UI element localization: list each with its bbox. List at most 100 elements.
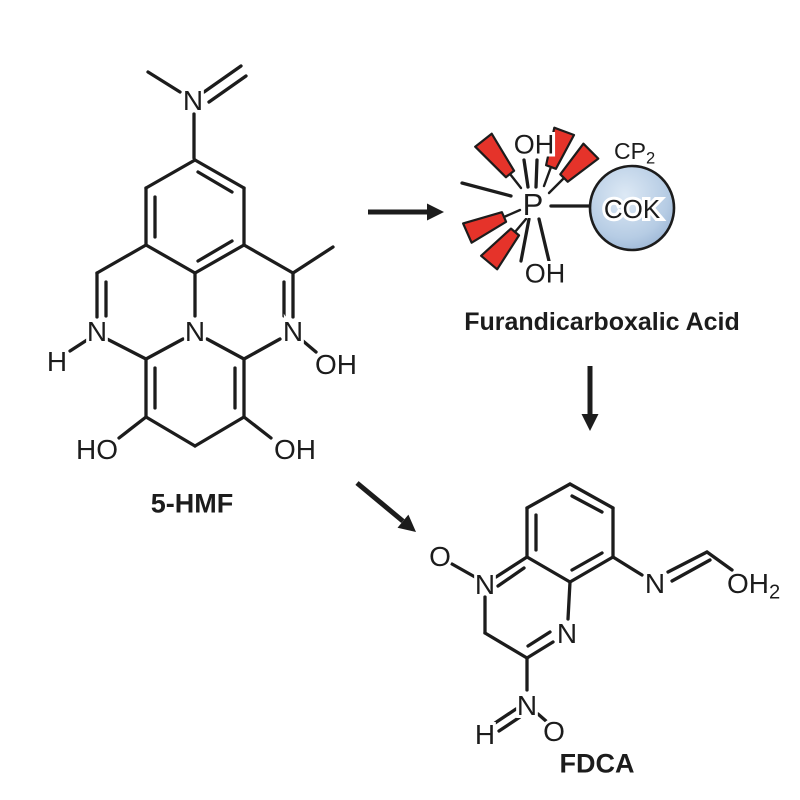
bond [202,64,243,94]
atom-label: N [557,618,577,649]
atom-label: H [475,719,495,750]
bond [570,494,604,514]
bond [525,482,572,510]
arrow-head [397,514,416,532]
atom-label: O [543,716,565,747]
bond [144,337,185,361]
bond [205,337,246,361]
bond [670,558,712,583]
bond [534,158,539,189]
molecule-catalyst-wedges [462,126,600,271]
bond [494,555,529,579]
atom-label: P [523,187,544,222]
bond [68,338,89,353]
bond-layer [68,64,734,733]
wedge-bond-line [508,172,523,190]
bond [566,580,572,621]
reaction-arrow [355,481,416,532]
bond [242,415,273,440]
bond [146,70,182,94]
atom-label: N [645,568,665,599]
bond [193,243,246,275]
bond [483,631,529,660]
bond [525,555,572,584]
wedge-bond-line [547,176,566,195]
reaction-arrow [581,366,599,431]
molecule-title: Furandicarboxalic Acid [464,308,740,336]
bond [568,555,615,584]
molecule-fdca-bonds [450,482,734,733]
arrow-head [581,414,599,431]
bond [497,715,522,733]
wedge-bond-layer [462,126,600,271]
bond [460,181,513,198]
arrow-shaft [355,481,405,524]
bond [95,243,148,275]
atom-label: N [87,316,107,347]
bond [291,245,335,275]
bond [144,415,197,448]
atom-label: N [283,316,303,347]
bond [666,550,709,574]
molecule-title: FDCA [560,748,635,778]
molecule-hmf-bonds [68,64,335,448]
wedge-bond [559,142,600,183]
wedge-bond [480,227,521,271]
bond [196,170,234,194]
reaction-arrow-layer [355,203,599,532]
wedge-bond-line [542,165,553,188]
atom-label: N [183,85,203,116]
bond [496,566,526,588]
bond [522,158,530,189]
atom-label: N [185,316,205,347]
bond [196,239,234,263]
bond [525,640,555,660]
bond [537,217,551,263]
bond [117,415,148,440]
atom-label: N [475,569,495,600]
bond [242,337,282,361]
bond [493,707,518,725]
atom-label: HO [76,434,118,465]
bond [611,555,644,577]
bond [450,562,477,579]
bond [242,243,295,275]
wedge-bond-line [502,208,522,219]
atom-label: OH [274,434,316,465]
atom-label: N [517,690,537,721]
reaction-arrow [368,203,444,221]
bond [193,158,246,190]
bond [536,712,548,723]
bond [570,551,604,572]
bond [105,337,148,361]
bond [568,482,615,510]
atom-label: O [429,541,451,572]
bond [144,158,197,190]
molecule-title: 5-HMF [151,488,234,518]
cok-sphere [588,164,676,252]
atom-label: COK [604,194,661,224]
atom-label: OH [525,258,566,288]
atom-label: OH [315,349,357,380]
atom-label: H [47,346,67,377]
cok-sphere-layer [588,164,676,252]
atom-label: CP2 [614,138,655,168]
bond [526,630,552,648]
bond [193,415,246,448]
wedge-bond [544,126,576,170]
atom-label: OH2 [727,568,780,604]
wedge-bond [462,211,508,244]
molecule-catalyst-bonds [460,158,592,263]
wedge-bond [474,132,516,179]
arrow-head [427,203,444,221]
bond [519,217,531,263]
bond [301,339,318,354]
bond [705,550,734,572]
bond [144,243,197,275]
